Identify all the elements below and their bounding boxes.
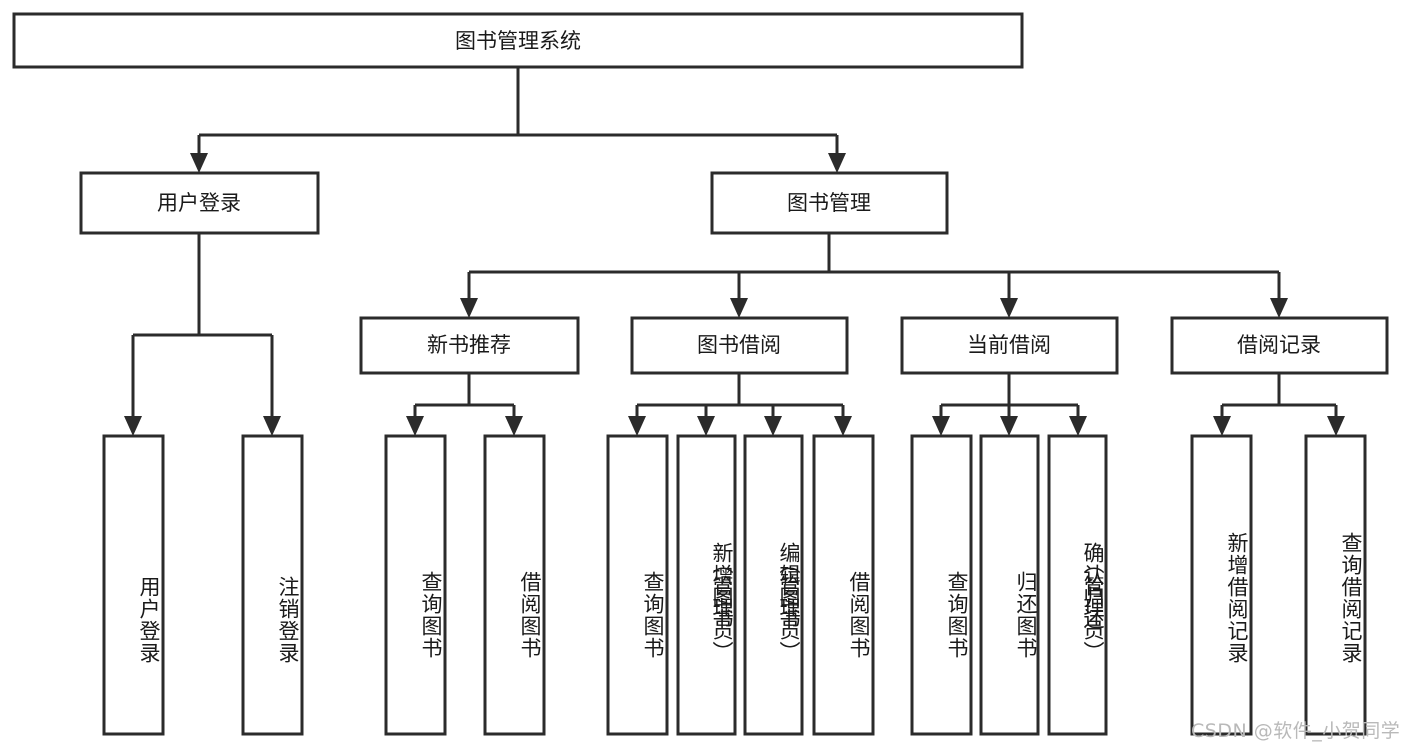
node-new-book-recommend[interactable]: 新书推荐 <box>359 316 580 375</box>
arrow-head-icon <box>1000 416 1018 436</box>
arrow-head-icon <box>697 416 715 436</box>
leaf-user-login-box[interactable] <box>102 434 165 736</box>
arrow-head-icon <box>932 416 950 436</box>
node-user-login-box <box>79 171 320 235</box>
node-borrow-record-label: 借阅记录 <box>1237 333 1321 357</box>
node-root-system[interactable]: 图书管理系统 <box>12 12 1024 69</box>
node-borrow-record[interactable]: 借阅记录 <box>1170 316 1389 375</box>
node-user-login-label: 用户登录 <box>157 191 241 215</box>
leaf-return-book-box[interactable] <box>979 434 1040 736</box>
arrow-head-icon <box>764 416 782 436</box>
leaf-query-book-3-box[interactable] <box>910 434 973 736</box>
arrow-head-icon <box>124 416 142 436</box>
leaf-add-book-box[interactable] <box>676 434 737 736</box>
leaf-query-book-2-box[interactable] <box>606 434 669 736</box>
leaf-query-record-box[interactable] <box>1304 434 1367 736</box>
node-root-system-label: 图书管理系统 <box>455 29 581 53</box>
leaf-add-record-box[interactable] <box>1190 434 1253 736</box>
connector-new-book-recommend-to-leaves <box>406 373 523 436</box>
arrow-head-icon <box>263 416 281 436</box>
node-current-borrow-box <box>900 316 1119 375</box>
csdn-watermark: CSDN @软件_小贺同学 <box>1191 720 1401 742</box>
arrow-head-icon <box>505 416 523 436</box>
node-book-borrow[interactable]: 图书借阅 <box>630 316 849 375</box>
leaf-borrow-book-1-box[interactable] <box>483 434 546 736</box>
node-book-management[interactable]: 图书管理 <box>710 171 949 235</box>
leaf-borrow-book-2-box[interactable] <box>812 434 875 736</box>
arrow-head-icon <box>1000 298 1018 318</box>
node-user-login[interactable]: 用户登录 <box>79 171 320 235</box>
node-new-book-recommend-label: 新书推荐 <box>427 333 511 357</box>
connector-book-borrow-to-leaves <box>628 373 852 436</box>
connector-book-management-to-level3 <box>460 233 1288 318</box>
arrow-head-icon <box>190 153 208 173</box>
arrow-head-icon <box>1213 416 1231 436</box>
node-new-book-recommend-box <box>359 316 580 375</box>
node-current-borrow[interactable]: 当前借阅 <box>900 316 1119 375</box>
node-root-system-box <box>12 12 1024 69</box>
arrow-head-icon <box>828 153 846 173</box>
node-current-borrow-label: 当前借阅 <box>967 333 1051 357</box>
arrow-head-icon <box>834 416 852 436</box>
connector-root-to-level2 <box>190 67 846 173</box>
arrow-head-icon <box>1270 298 1288 318</box>
arrow-head-icon <box>460 298 478 318</box>
connector-borrow-record-to-leaves <box>1213 373 1345 436</box>
arrow-head-icon <box>730 298 748 318</box>
leaf-edit-book-box[interactable] <box>743 434 804 736</box>
connector-user-login-to-leaves <box>124 233 281 436</box>
connector-current-borrow-to-leaves <box>932 373 1087 436</box>
arrow-head-icon <box>628 416 646 436</box>
node-book-management-label: 图书管理 <box>787 191 871 215</box>
leaf-logout-login-box[interactable] <box>241 434 304 736</box>
arrow-head-icon <box>1327 416 1345 436</box>
leaf-query-book-1-box[interactable] <box>384 434 447 736</box>
arrow-head-icon <box>406 416 424 436</box>
leaf-confirm-return-box[interactable] <box>1047 434 1108 736</box>
node-book-borrow-label: 图书借阅 <box>697 333 781 357</box>
arrow-head-icon <box>1069 416 1087 436</box>
